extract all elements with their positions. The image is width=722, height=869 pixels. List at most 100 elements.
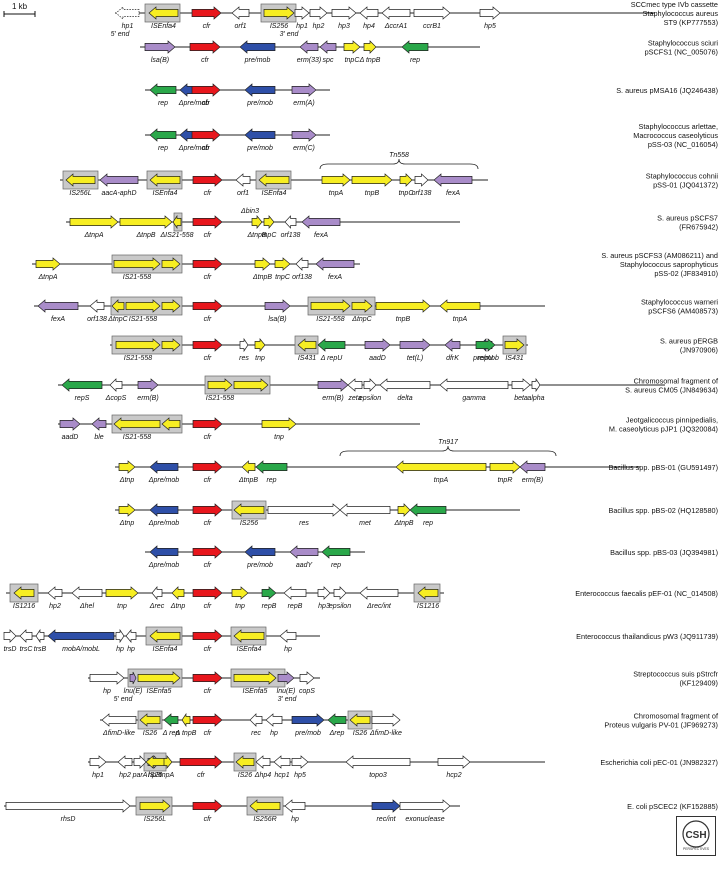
gene-label: ISEnfa4 [151, 23, 176, 30]
end-annotation: Δbin3 [240, 208, 259, 215]
gene-arrow [192, 503, 223, 517]
gene-arrow [192, 586, 223, 600]
gene-label: ΔIS21-558 [159, 232, 193, 239]
gene-arrow [163, 713, 179, 727]
gene-arrow [99, 173, 139, 187]
gene-label: IS431 [298, 355, 316, 362]
gene-label: hp2 [119, 772, 131, 779]
gene-label: tnpB [396, 316, 411, 323]
gene-arrow [489, 460, 521, 474]
gene-label: met [359, 520, 372, 527]
gene-label: tnpC [262, 232, 278, 239]
gene-arrow [291, 713, 325, 727]
gene-arrow [244, 545, 276, 559]
gene-label: aacA-aphD [101, 190, 136, 197]
gene-arrow [189, 40, 221, 54]
source-label: S. aureus pSCFS3 (AM086211) and [601, 251, 718, 260]
gene-label: aadD [62, 434, 79, 441]
gene-arrow [89, 299, 105, 313]
gene-label: orf1 [237, 190, 249, 197]
gene-arrow [264, 299, 291, 313]
gene-arrow [381, 6, 411, 20]
gene-arrow [91, 417, 107, 431]
gene-arrow [331, 6, 357, 20]
gene-label: hp2 [313, 23, 325, 30]
gene-arrow [89, 755, 107, 769]
gene-label: hp5 [484, 23, 496, 30]
gene-label: Δ repU [320, 355, 343, 362]
gene-arrow [289, 545, 319, 559]
gene-arrow [239, 40, 276, 54]
gene-label: pre/mob [246, 562, 273, 569]
gene-label: cfr [204, 355, 212, 362]
gene-arrow [475, 338, 496, 352]
gene-label: cfr [204, 434, 212, 441]
source-label: ST9 (KP777553) [664, 18, 718, 27]
gene-label: rec [251, 730, 261, 737]
gene-arrow [192, 545, 223, 559]
gene-label: tnp [255, 355, 265, 362]
gene-label: repB [288, 603, 303, 610]
gene-label: cfr [204, 730, 212, 737]
gene-label: ΔtnpB [393, 520, 413, 527]
logo-subtext: PERSPECTIVES [683, 847, 710, 851]
gene-arrow [192, 713, 223, 727]
gene-arrow [284, 799, 306, 813]
gene-arrow [379, 378, 431, 392]
source-label: Staphylococcus aureus [643, 9, 719, 18]
gene-label: hp1 [122, 23, 134, 30]
gene-arrow [172, 214, 182, 230]
gene-arrow [233, 378, 269, 392]
source-label: E. coli pSCEC2 (KF152885) [627, 802, 718, 811]
gene-arrow [192, 417, 223, 431]
gene-arrow [149, 83, 177, 97]
gene-label: tnpA [434, 477, 449, 484]
gene-arrow [315, 257, 355, 271]
source-label: (KF129409) [679, 679, 718, 688]
source-label: Enterococcus thailandicus pW3 (JQ911739) [576, 632, 718, 641]
gene-label: tnpA [160, 772, 175, 779]
gene-label: Δrep [329, 730, 345, 737]
gene-arrow [149, 503, 179, 517]
gene-label: rhsD [61, 816, 76, 823]
source-label: Chromosomal fragment of [634, 377, 719, 386]
gene-arrow [258, 173, 290, 187]
gene-label: IS26 [238, 772, 253, 779]
gene-label: cfr [204, 190, 212, 197]
gene-label: tnpC [399, 190, 415, 197]
gene-label: epsilon [329, 603, 351, 610]
gene-arrow [310, 299, 351, 313]
csh-perspectives-logo: CSH PERSPECTIVES [676, 816, 716, 856]
gene-label: res [239, 355, 249, 362]
gene-arrow [191, 6, 222, 20]
gene-arrow [327, 713, 347, 727]
gene-label: erm(B) [137, 395, 158, 402]
source-label: Jeotgalicoccus pinnipedialis, [626, 416, 718, 425]
gene-arrow [375, 299, 431, 313]
gene-label: ISEnfa4 [153, 646, 178, 653]
gene-arrow [351, 299, 373, 313]
gene-label: IS21-558 [316, 316, 345, 323]
gene-arrow [297, 338, 317, 352]
gene-arrow [301, 215, 341, 229]
gene-label: Δhel [79, 603, 94, 610]
gene-label: pre/mob [244, 57, 271, 64]
gene-arrow [35, 257, 61, 271]
gene-arrow [161, 338, 181, 352]
gene-label: tnpB [365, 190, 380, 197]
gene-arrow [359, 6, 379, 20]
gene-arrow [149, 173, 181, 187]
gene-label: cfr [197, 772, 205, 779]
gene-arrow [161, 299, 181, 313]
gene-label: cfr [204, 816, 212, 823]
gene-arrow [118, 460, 136, 474]
gene-arrow [417, 586, 439, 600]
source-label: pSS-02 (JF834910) [654, 269, 718, 278]
